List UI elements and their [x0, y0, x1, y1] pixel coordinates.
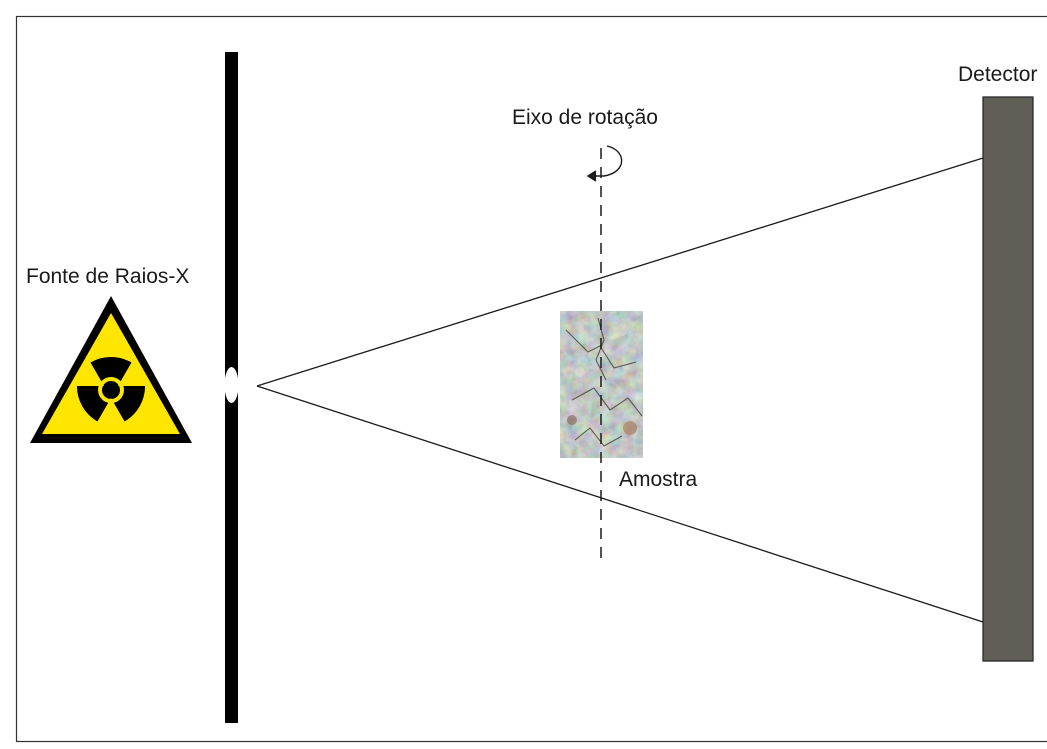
diagram-frame [15, 15, 1047, 743]
beam-lower-line [256, 385, 984, 623]
detector-panel [982, 96, 1034, 662]
radiation-warning-icon [30, 296, 192, 443]
collimator-aperture [224, 367, 239, 403]
sample-label: Amostra [619, 468, 698, 491]
beam-upper-line [256, 157, 984, 387]
detector-label: Detector [958, 63, 1037, 86]
source-label: Fonte de Raios-X [26, 265, 189, 288]
rotation-axis-label: Eixo de rotação [512, 106, 658, 129]
rotation-arrow-icon [586, 145, 623, 182]
